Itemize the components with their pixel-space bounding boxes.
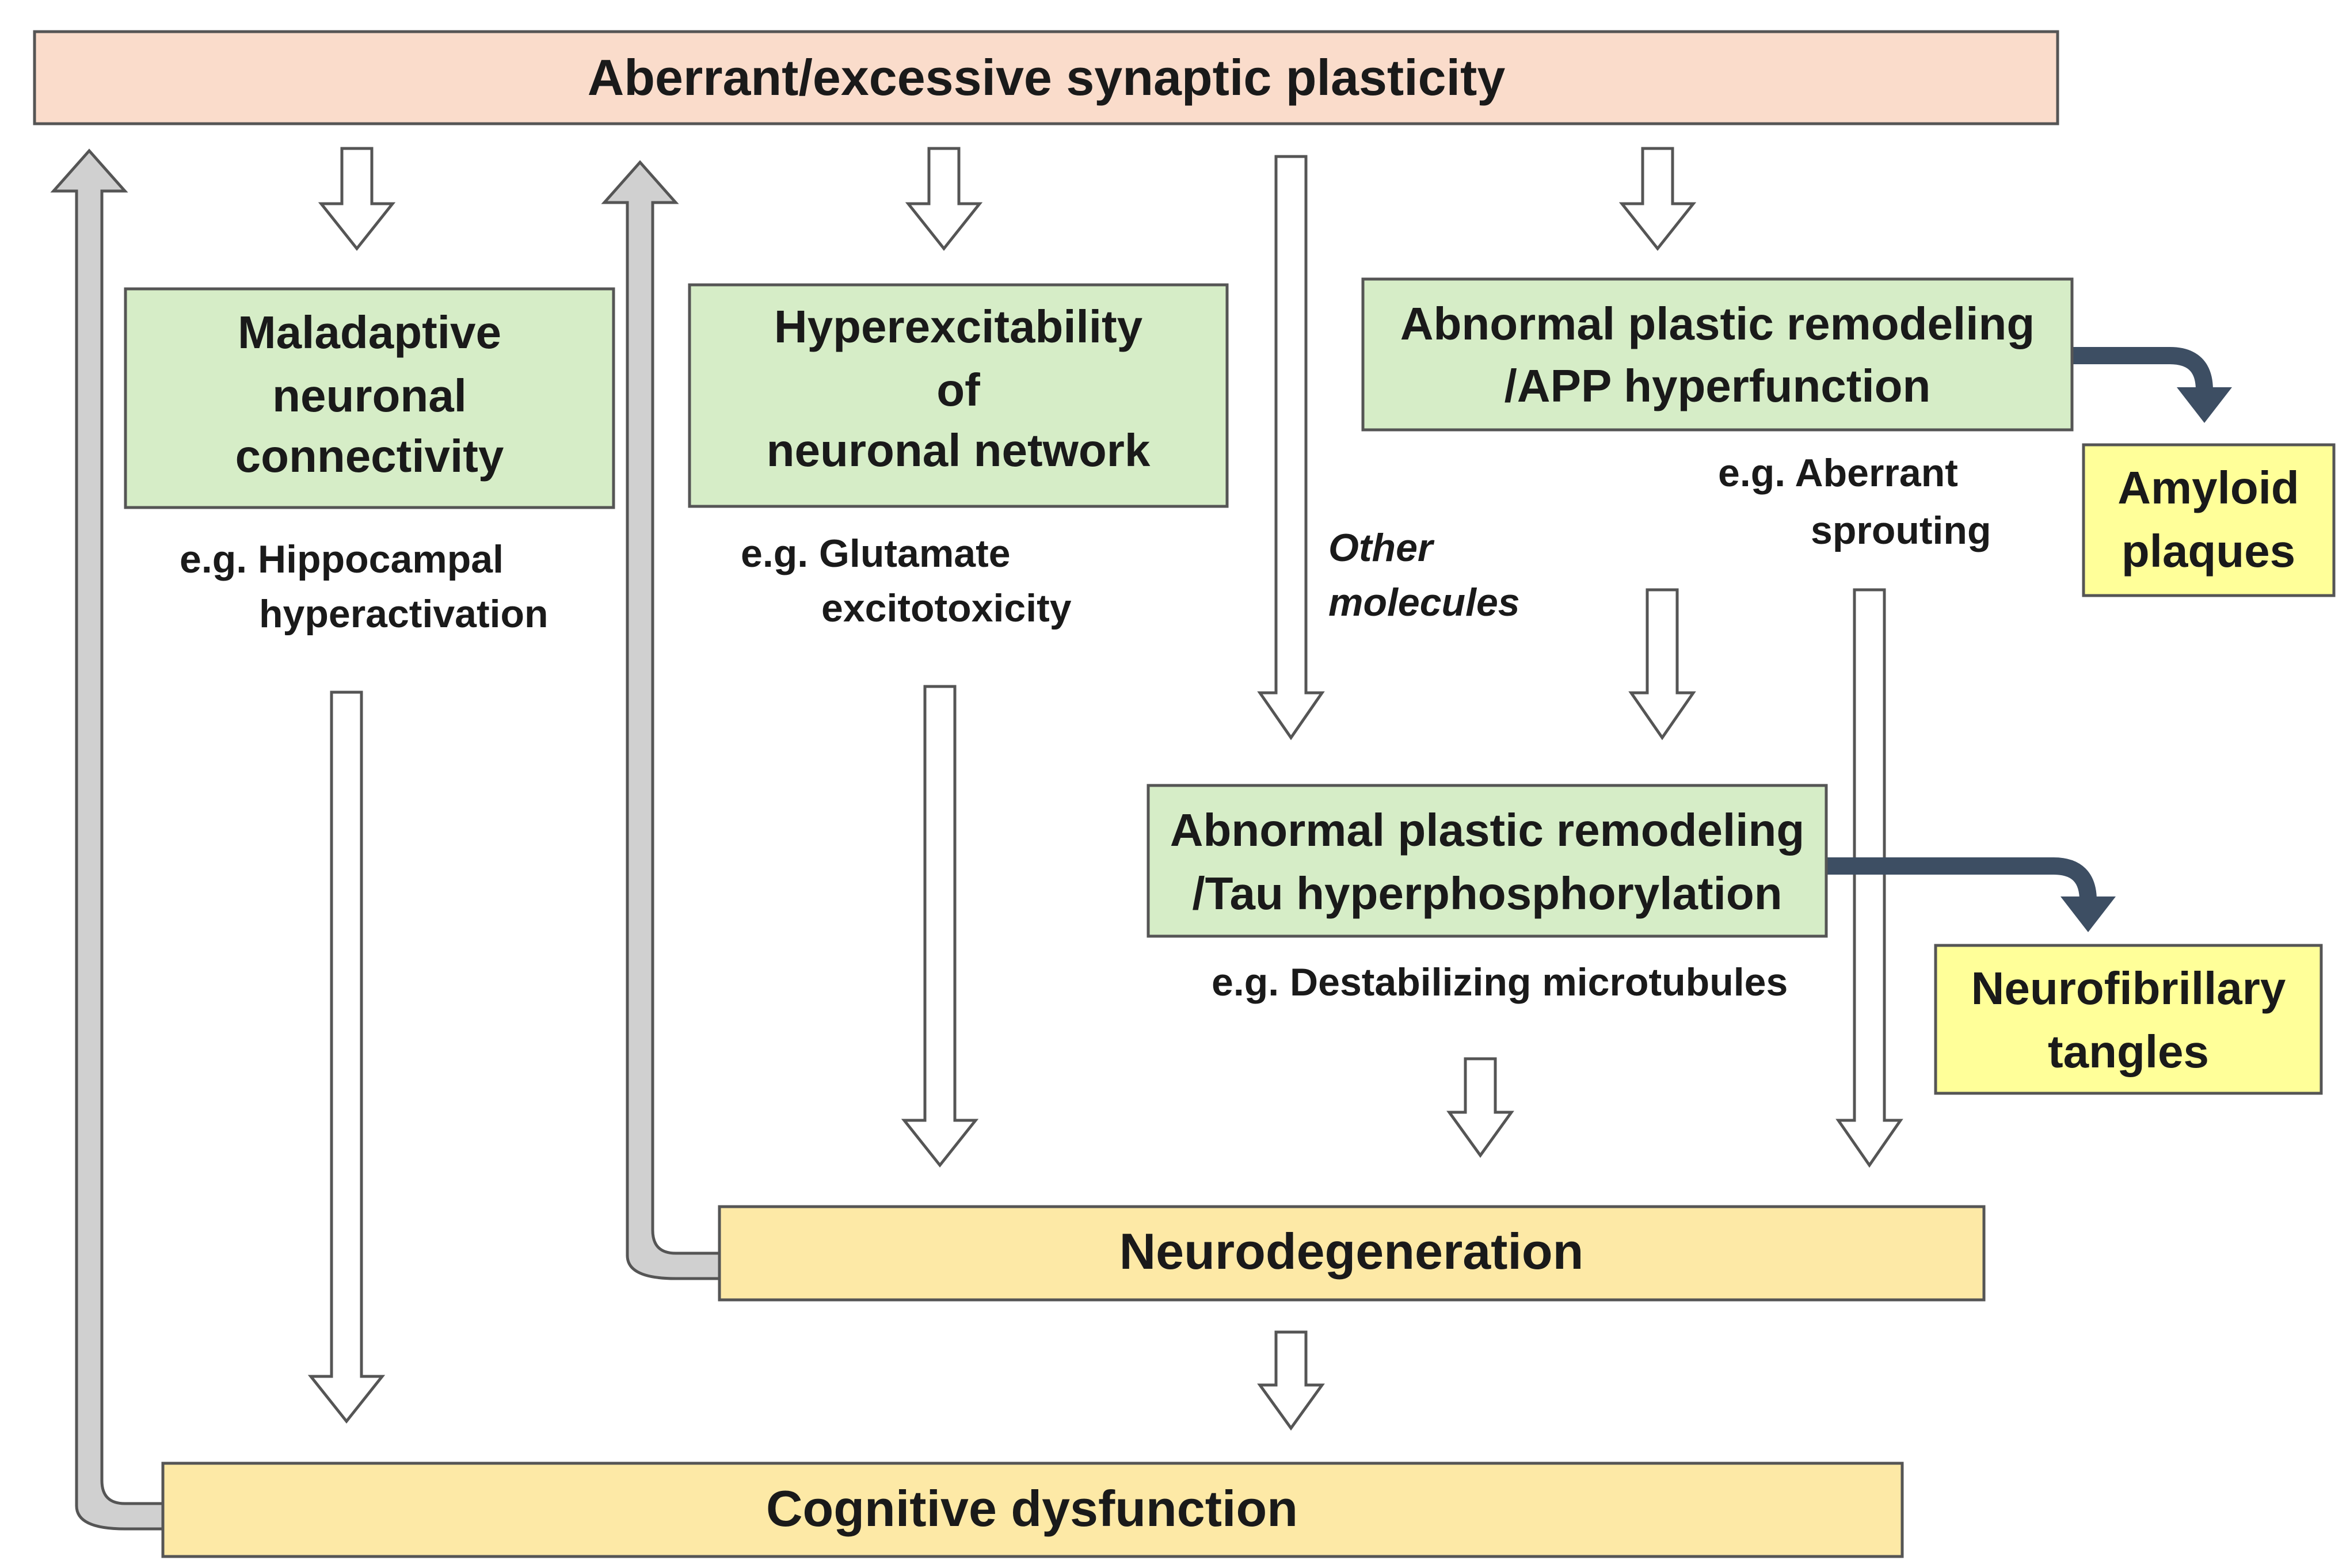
arrow-other-molecules (1257, 155, 1325, 741)
node-cognitive-label: Cognitive dysfunction (766, 1480, 1298, 1537)
arrow-top-to-hyperexcitability (905, 147, 983, 251)
node-amyloid-box (2082, 443, 2336, 597)
node-neurodegeneration-label: Neurodegeneration (1119, 1223, 1584, 1280)
arrow-app-to-amyloid-head (2177, 387, 2232, 423)
node-tau-box (1147, 784, 1828, 938)
arrow-neurodegeneration-to-cognitive (1257, 1330, 1325, 1431)
node-app-hyperfunction: Abnormal plastic remodeling /APP hyperfu… (1361, 277, 2074, 432)
arrow-hyperexcitability-to-neurodegeneration (901, 685, 979, 1168)
note-other-molecules: Other molecules (1328, 526, 1520, 624)
note-sprouting-line-1: e.g. Aberrant (1718, 451, 1958, 495)
note-other-line-2: molecules (1328, 581, 1520, 624)
arrow-cognitive-feedback (50, 148, 165, 1531)
arrow-tau-to-neurodegeneration (1446, 1057, 1514, 1158)
feedback-arrows (50, 148, 721, 1531)
node-neurofibrillary-tangles: Neurofibrillary tangles (1934, 944, 2323, 1095)
node-aberrant-plasticity-label: Aberrant/excessive synaptic plasticity (588, 49, 1506, 106)
note-microtubules-line: e.g. Destabilizing microtubules (1212, 960, 1788, 1004)
node-maladaptive-connectivity: Maladaptive neuronal connectivity (124, 287, 615, 509)
note-other-line-1: Other (1328, 526, 1435, 570)
node-amyloid-line-1: Amyloid (2117, 462, 2299, 513)
node-amyloid-plaques: Amyloid plaques (2082, 443, 2336, 597)
arrow-top-to-app (1618, 147, 1697, 251)
note-sprouting-line-2: sprouting (1811, 509, 1991, 552)
node-app-line-1: Abnormal plastic remodeling (1400, 298, 2035, 349)
note-glutamate-line-2: excitotoxicity (821, 586, 1072, 630)
node-aberrant-plasticity-box (33, 30, 2059, 125)
node-tangles-line-1: Neurofibrillary (1971, 963, 2286, 1014)
note-glutamate-line-1: e.g. Glutamate (741, 532, 1011, 575)
node-maladaptive-line-2: neuronal (272, 370, 467, 421)
node-cognitive-box (161, 1462, 1904, 1558)
node-hyperexcitability: Hyperexcitability of neuronal network (688, 283, 1229, 508)
node-aberrant-plasticity: Aberrant/excessive synaptic plasticity (33, 30, 2059, 125)
flow-arrows (307, 147, 1903, 1431)
note-hippocampal-line-2: hyperactivation (259, 592, 549, 636)
node-cognitive-dysfunction: Cognitive dysfunction (161, 1462, 1904, 1558)
node-neurodegeneration-box (718, 1205, 1986, 1302)
node-neurodegeneration: Neurodegeneration (718, 1205, 1986, 1302)
node-app-line-2: /APP hyperfunction (1505, 360, 1931, 411)
note-glutamate: e.g. Glutamate excitotoxicity (741, 532, 1072, 630)
note-sprouting: e.g. Aberrant sprouting (1718, 451, 1991, 552)
node-tau-hyperphosphorylation: Abnormal plastic remodeling /Tau hyperph… (1147, 784, 1828, 938)
note-hippocampal: e.g. Hippocampal hyperactivation (180, 537, 549, 636)
arrow-sprouting-to-neurodegeneration (1835, 588, 1903, 1168)
arrow-neurodegeneration-feedback (601, 160, 721, 1280)
note-microtubules: e.g. Destabilizing microtubules (1212, 960, 1788, 1004)
node-maladaptive-line-3: connectivity (235, 430, 504, 482)
node-hyperexcitability-line-3: neuronal network (767, 425, 1151, 476)
arrow-app-to-amyloid-shaft (2072, 347, 2213, 391)
node-app-box (1361, 277, 2074, 432)
arrow-top-to-maladaptive (318, 147, 396, 251)
node-tau-line-2: /Tau hyperphosphorylation (1192, 868, 1782, 919)
node-hyperexcitability-line-2: of (936, 364, 980, 415)
node-hyperexcitability-line-1: Hyperexcitability (774, 301, 1143, 352)
node-tangles-line-2: tangles (2048, 1026, 2209, 1077)
node-tau-line-1: Abnormal plastic remodeling (1170, 804, 1804, 856)
node-amyloid-line-2: plaques (2122, 525, 2295, 577)
arrow-tau-to-tangles-head (2060, 896, 2116, 932)
note-hippocampal-line-1: e.g. Hippocampal (180, 537, 504, 581)
node-hyperexcitability-box (688, 283, 1229, 508)
arrow-maladaptive-to-cognitive (307, 690, 386, 1424)
node-tangles-box (1934, 944, 2323, 1095)
outcome-arrows (1826, 347, 2232, 932)
arrow-app-to-tau (1628, 588, 1696, 741)
node-maladaptive-box (124, 287, 615, 509)
node-maladaptive-line-1: Maladaptive (238, 307, 501, 358)
